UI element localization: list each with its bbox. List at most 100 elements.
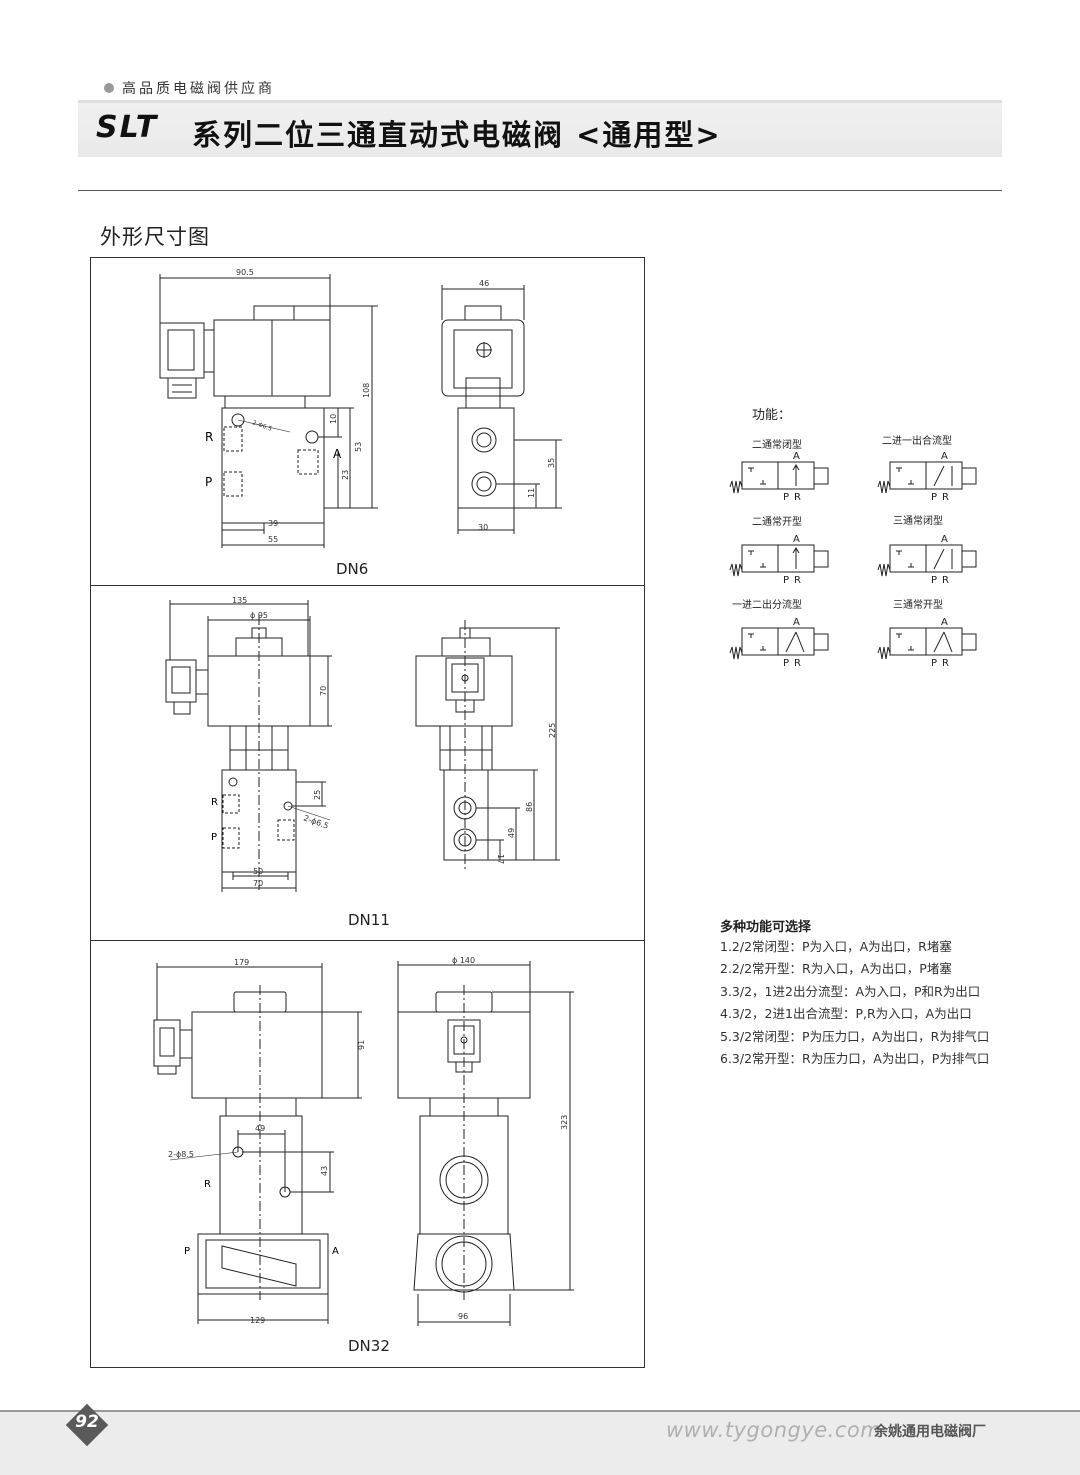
function-3-port-p: P [783,575,789,586]
dn11-port-r: R [211,797,218,808]
function-1-box-left [741,461,779,490]
function-6-spring [877,646,891,660]
function-4-arrow [933,548,945,570]
function-5-arrow-2 [795,631,805,653]
dn6-dim-side-height: 35 [547,458,556,468]
function-3-solenoid [813,550,829,568]
header-divider [78,190,1002,191]
function-5-solenoid [813,633,829,651]
dn6-dim-side-width: 46 [479,279,489,288]
function-5-port-p: P [783,658,789,669]
function-4-port-r: R [942,575,949,586]
function-2-port-p: P [931,492,937,503]
list-item: 4.3/2，2进1出合流型：P,R为入口，A为出口 [720,1006,972,1022]
function-5-box-left [741,627,779,656]
dn11-dim-coil-height: 70 [319,686,328,696]
dn6-port-p: P [205,475,212,489]
function-2-port-a: A [941,451,948,462]
dn6-dim-body-height: 53 [354,442,363,452]
function-4-port-p: P [931,575,937,586]
function-label-4: 三通常闭型 [893,516,943,527]
function-label-6: 三通常开型 [893,600,943,611]
list-item: 5.3/2常闭型：P为压力口，A为出口，R为排气口 [720,1028,990,1044]
dn11-dim-height: 225 [548,723,557,738]
function-4-box-left [889,544,927,573]
function-label-3: 二通常开型 [752,517,802,528]
function-3-arrow-head [792,547,800,554]
function-5-spring [729,646,743,660]
title-band [78,100,1002,157]
function-label-2: 二进一出合流型 [882,436,952,447]
dn11-dim-hole-offset: 25 [313,790,322,800]
function-6-box-left [889,627,927,656]
dn6-caption: DN6 [336,560,368,578]
function-2-box-left [889,461,927,490]
dn6-side-view [441,285,562,534]
function-4-spring [877,563,891,577]
function-1-port-p: P [783,492,789,503]
list-item: 3.3/2，1进2出分流型：A为入口，P和R为出口 [720,983,981,999]
function-6-port-r: R [942,658,949,669]
function-4-solenoid [961,550,977,568]
dn6-dim-width: 90.5 [236,268,254,277]
dn6-dim-holes: 2-Φ6.5 [251,419,273,433]
dn6-port-a: A [333,447,342,461]
function-3-port-a: A [793,534,800,545]
list-item: 2.2/2常开型：R为入口，A为出口，P堵塞 [720,961,952,977]
dn32-port-r: R [204,1179,211,1190]
section-title: 外形尺寸图 [100,225,210,249]
dn6-dim-base-width: 55 [268,535,278,544]
dn6-port-r: R [205,430,213,444]
function-5-arrow [785,631,797,653]
dn32-dim-coil-height: 91 [357,1040,366,1050]
dn32-dim-hole-offset: 43 [320,1166,329,1176]
dn11-dim-base-width: 70 [253,879,263,888]
function-3-spring [729,563,743,577]
dn32-port-p: P [184,1246,190,1257]
dn11-dim-port-offset: 17 [496,854,505,864]
functions-title: 功能： [752,408,792,423]
drawing-frame [90,257,645,1368]
dn11-dim-port-height: 49 [507,828,516,838]
page-title: 系列二位三通直动式电磁阀 <通用型> [192,118,722,152]
dn32-port-a: A [332,1246,339,1257]
function-5-port-r: R [794,658,801,669]
function-label-5: 一进二出分流型 [732,600,802,611]
function-6-arrow [933,631,945,653]
dn32-dim-coil-dia: ϕ 140 [452,956,475,965]
brand-name: SLT [96,110,159,145]
footer-band [0,1412,1080,1475]
function-label-1: 二通常闭型 [752,440,802,451]
function-2-spring [877,480,891,494]
dn6-dim-port-height: 23 [341,470,350,480]
function-2-port-r: R [942,492,949,503]
dn11-side-view [415,620,560,870]
function-3-port-r: R [794,575,801,586]
tagline: 高品质电磁阀供应商 [104,78,275,98]
dn32-dim-hole-spacing: 49 [255,1124,265,1133]
dn32-dim-holes: 2-ϕ8.5 [168,1150,194,1159]
frame-divider-1 [90,585,645,586]
dn32-side-view [397,961,574,1326]
dn6-dim-top-offset: 10 [329,414,338,424]
function-6-arrow-2 [943,631,953,653]
dn11-front-view [165,600,332,892]
function-2-solenoid [961,467,977,485]
footer-company: 余姚通用电磁阀厂 [874,1424,986,1440]
dn6-dim-port-spacing: 39 [268,519,278,528]
options-title: 多种功能可选择 [720,920,812,935]
function-6-port-p: P [931,658,937,669]
list-item: 6.3/2常开型：R为压力口，A为出口，P为排气口 [720,1051,990,1067]
dn11-caption: DN11 [348,911,390,929]
function-1-port-r: R [794,492,801,503]
function-2-arrow [933,465,945,487]
page-number: 92 [75,1412,99,1432]
function-1-solenoid [813,467,829,485]
dn32-caption: DN32 [348,1337,390,1355]
function-1-arrow-head [792,464,800,471]
dn6-dim-height: 108 [362,383,371,398]
dn11-dim-port-spacing: 50 [253,867,263,876]
bullet-dot-icon [104,83,114,93]
